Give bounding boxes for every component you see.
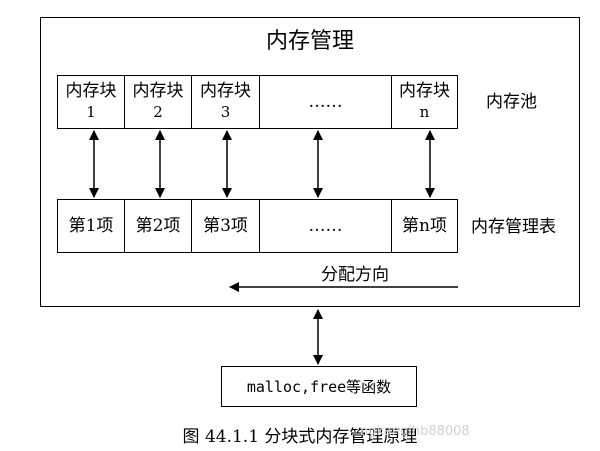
table-item-3: 第3项 xyxy=(192,200,260,252)
memory-block-index: n xyxy=(419,103,430,121)
allocation-direction-label: 分配方向 xyxy=(321,265,389,285)
ellipsis-label: …… xyxy=(308,215,343,236)
memory-block-label: 内存块 xyxy=(200,81,251,101)
memory-pool-label: 内存池 xyxy=(486,92,537,112)
memory-block-label: 内存块 xyxy=(65,81,117,101)
table-item-label: 第n项 xyxy=(402,215,447,236)
management-table-label: 内存管理表 xyxy=(471,217,556,237)
memory-block-3: 内存块 3 xyxy=(192,76,260,128)
memory-block-index: 2 xyxy=(153,103,163,121)
memory-block-label: 内存块 xyxy=(399,81,450,101)
memory-block-2: 内存块 2 xyxy=(125,76,192,128)
table-item-label: 第3项 xyxy=(203,215,248,236)
diagram-title: 内存管理 xyxy=(265,29,354,54)
malloc-free-box: malloc,free等函数 xyxy=(221,366,417,407)
table-item-label: 第1项 xyxy=(68,215,114,236)
table-item-n: 第n项 xyxy=(392,200,457,252)
table-item-1: 第1项 xyxy=(58,200,125,252)
memory-block-index: 1 xyxy=(86,103,96,121)
memory-management-frame xyxy=(40,17,580,307)
memory-block-label: 内存块 xyxy=(132,81,184,101)
ellipsis-label: …… xyxy=(308,91,343,112)
memory-block-index: 3 xyxy=(220,103,231,121)
memory-pool-row: 内存块 1 内存块 2 内存块 3 …… 内存块 n xyxy=(57,75,458,129)
figure-caption: 图 44.1.1 分块式内存管理原理 xyxy=(182,427,418,447)
table-item-label: 第2项 xyxy=(135,215,181,236)
table-item-ellipsis: …… xyxy=(260,200,392,252)
memory-block-ellipsis: …… xyxy=(260,76,392,128)
management-table-row: 第1项 第2项 第3项 …… 第n项 xyxy=(57,199,458,253)
memory-block-1: 内存块 1 xyxy=(58,76,125,128)
memory-block-n: 内存块 n xyxy=(392,76,457,128)
watermark-text: ngkanglhb88008 xyxy=(360,424,470,439)
table-item-2: 第2项 xyxy=(125,200,192,252)
